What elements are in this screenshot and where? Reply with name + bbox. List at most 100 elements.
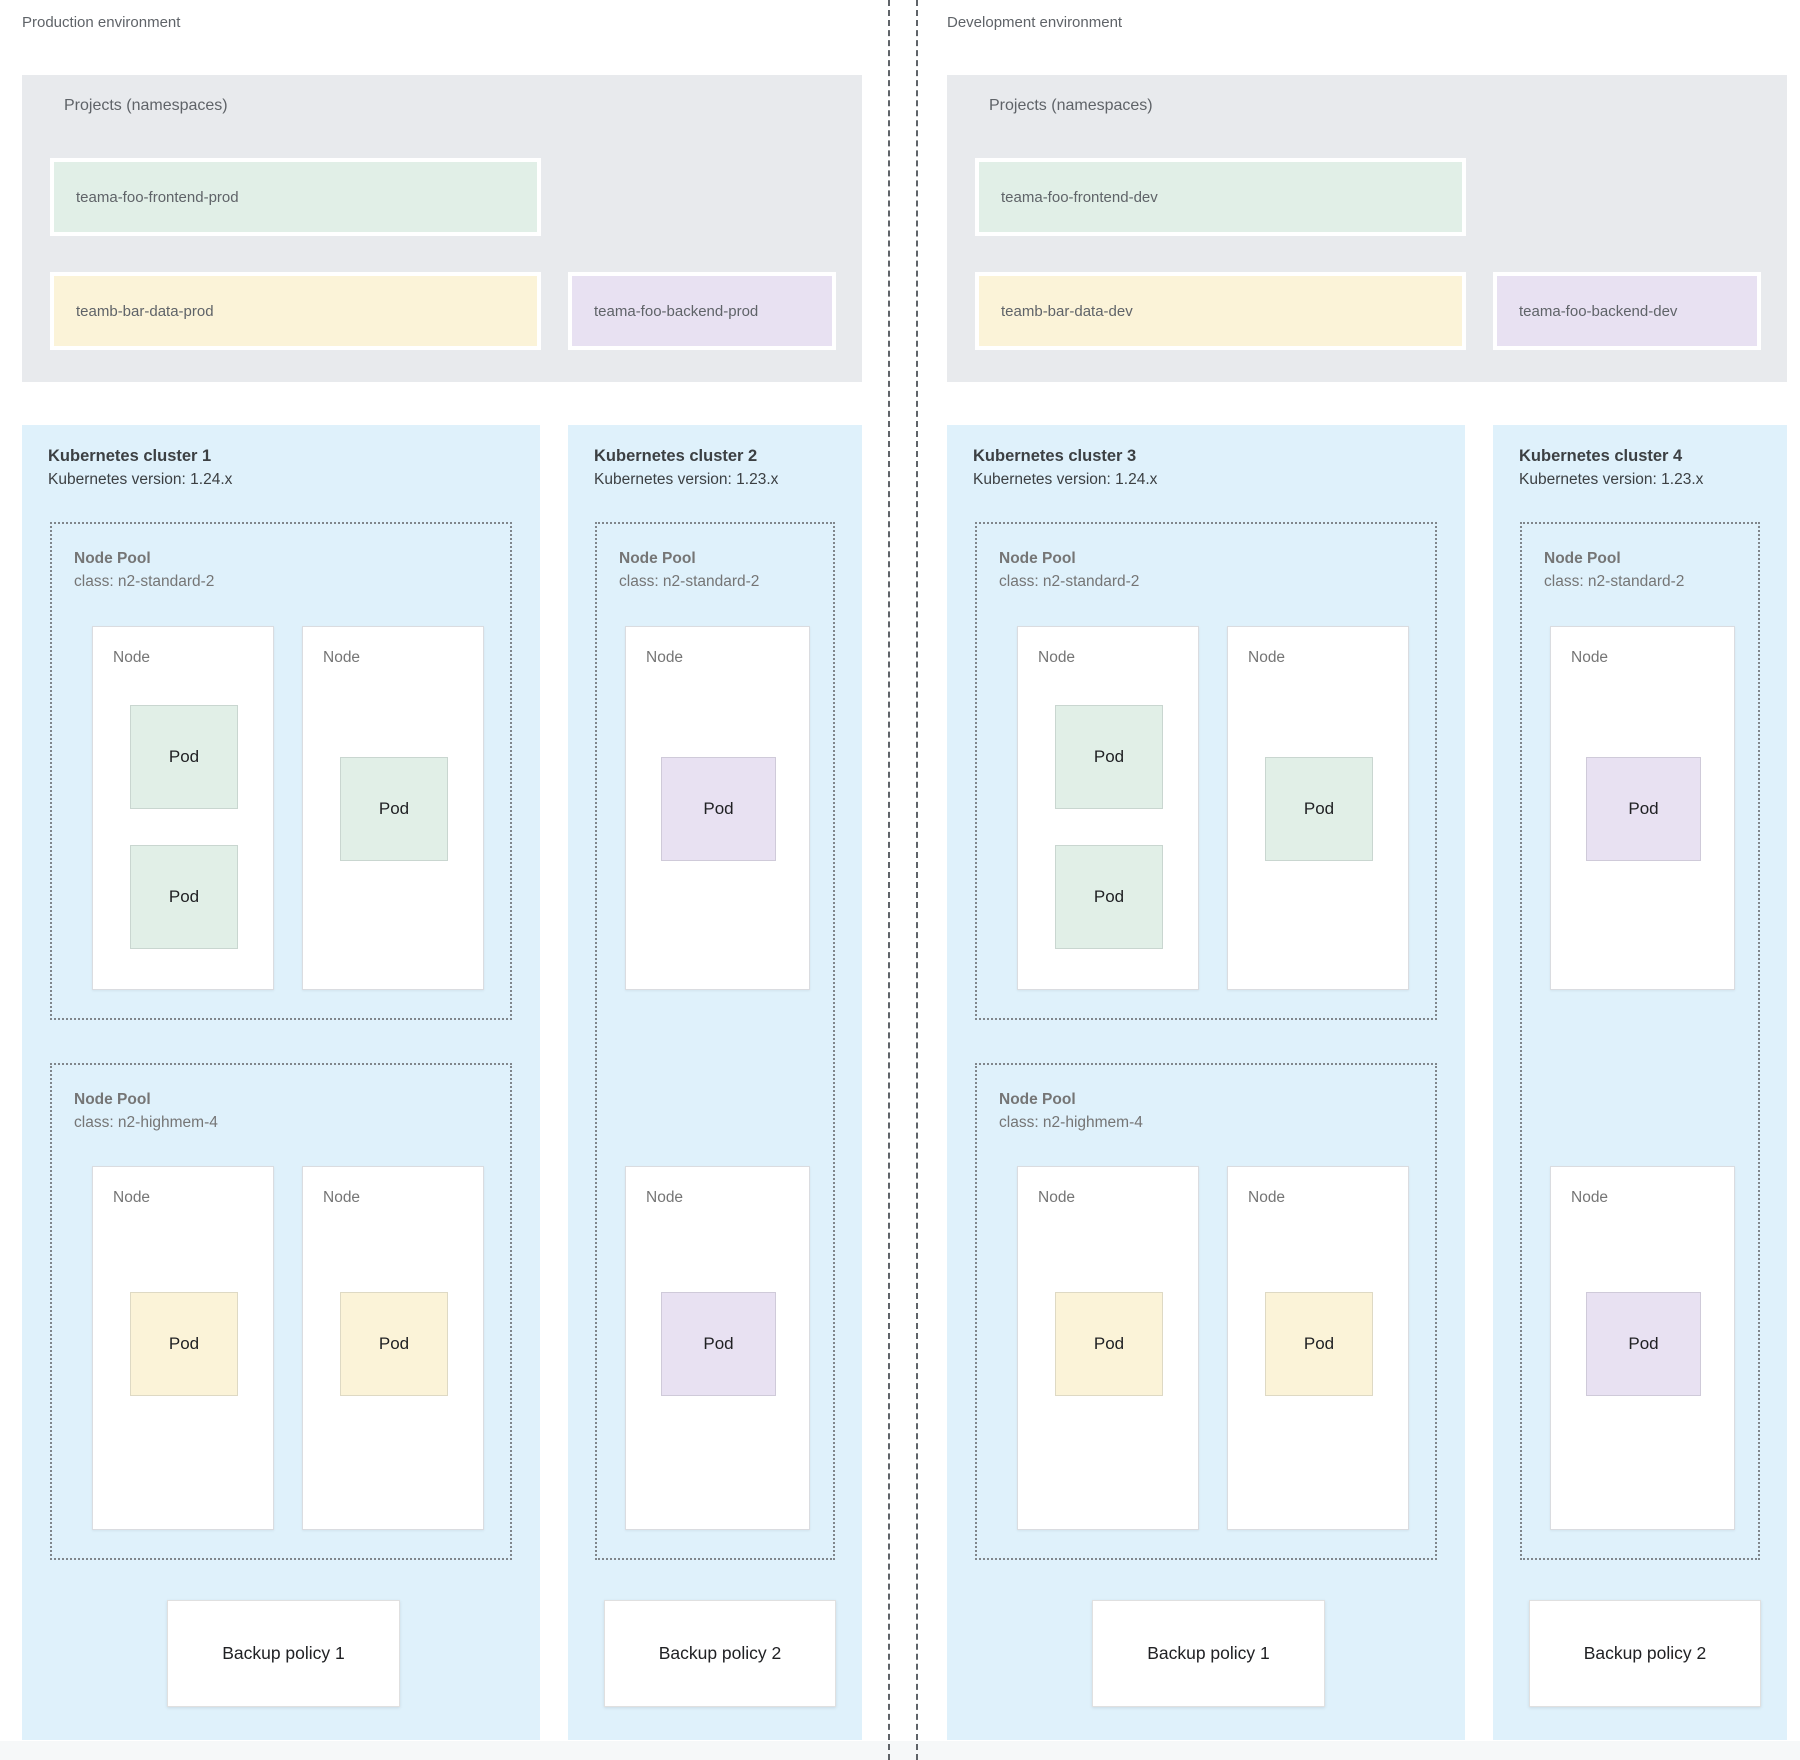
pod-frontend: Pod bbox=[340, 757, 448, 861]
node-pool-class: class: n2-standard-2 bbox=[999, 573, 1140, 590]
namespace-label: teama-foo-backend-dev bbox=[1519, 302, 1678, 320]
node-label: Node bbox=[1248, 1189, 1286, 1206]
pod-backend: Pod bbox=[661, 1292, 776, 1396]
node-pool-class: class: n2-highmem-4 bbox=[74, 1114, 218, 1131]
node: Node Pod bbox=[1550, 1166, 1735, 1530]
production-projects-title: Projects (namespaces) bbox=[64, 97, 228, 114]
namespace-label: teamb-bar-data-dev bbox=[1001, 302, 1133, 320]
node-pool-name: Node Pool bbox=[74, 550, 151, 567]
namespace-teamb-bar-data-dev: teamb-bar-data-dev bbox=[975, 272, 1466, 350]
pod-label: Pod bbox=[1093, 1334, 1125, 1353]
namespace-teama-foo-frontend-dev: teama-foo-frontend-dev bbox=[975, 158, 1466, 236]
pod-label: Pod bbox=[378, 799, 410, 818]
kubernetes-cluster-4: Kubernetes cluster 4 Kubernetes version:… bbox=[1493, 425, 1787, 1740]
pod-label: Pod bbox=[1303, 799, 1335, 818]
production-environment-label: Production environment bbox=[22, 14, 181, 31]
cluster-version: Kubernetes version: 1.24.x bbox=[973, 471, 1158, 488]
node-pool-name: Node Pool bbox=[619, 550, 696, 567]
pod-backend: Pod bbox=[661, 757, 776, 861]
cluster1-node-pool-highmem: Node Pool class: n2-highmem-4 Node Pod N… bbox=[50, 1063, 512, 1560]
pod-data: Pod bbox=[340, 1292, 448, 1396]
node: Node Pod Pod bbox=[1017, 626, 1199, 990]
pod-frontend: Pod bbox=[130, 705, 238, 809]
namespace-label: teama-foo-frontend-prod bbox=[76, 188, 239, 206]
backup-policy-label: Backup policy 1 bbox=[222, 1643, 345, 1663]
pod-label: Pod bbox=[1093, 747, 1125, 766]
node: Node Pod bbox=[302, 1166, 484, 1530]
node-label: Node bbox=[646, 649, 684, 666]
cluster-version: Kubernetes version: 1.24.x bbox=[48, 471, 233, 488]
cluster-version: Kubernetes version: 1.23.x bbox=[594, 471, 779, 488]
pod-label: Pod bbox=[1303, 1334, 1335, 1353]
pod-backend: Pod bbox=[1586, 757, 1701, 861]
node: Node Pod bbox=[1017, 1166, 1199, 1530]
cluster1-node-pool-standard: Node Pool class: n2-standard-2 Node Pod … bbox=[50, 522, 512, 1020]
cluster3-node-pool-standard: Node Pool class: n2-standard-2 Node Pod … bbox=[975, 522, 1437, 1020]
node-pool-name: Node Pool bbox=[999, 550, 1076, 567]
node-pool-name: Node Pool bbox=[74, 1091, 151, 1108]
backup-policy-label: Backup policy 1 bbox=[1147, 1643, 1270, 1663]
development-environment-label: Development environment bbox=[947, 14, 1123, 31]
cluster-version: Kubernetes version: 1.23.x bbox=[1519, 471, 1704, 488]
namespace-teamb-bar-data-prod: teamb-bar-data-prod bbox=[50, 272, 541, 350]
pod-data: Pod bbox=[130, 1292, 238, 1396]
pod-label: Pod bbox=[1628, 1334, 1659, 1353]
kubernetes-cluster-2: Kubernetes cluster 2 Kubernetes version:… bbox=[568, 425, 862, 1740]
pod-frontend: Pod bbox=[1265, 757, 1373, 861]
namespace-label: teama-foo-frontend-dev bbox=[1001, 188, 1158, 206]
namespace-label: teama-foo-backend-prod bbox=[594, 302, 759, 320]
node-pool-class: class: n2-standard-2 bbox=[74, 573, 215, 590]
pod-label: Pod bbox=[168, 1334, 200, 1353]
cluster-title: Kubernetes cluster 4 bbox=[1519, 447, 1683, 465]
pod-data: Pod bbox=[1055, 1292, 1163, 1396]
node: Node Pod bbox=[625, 1166, 810, 1530]
node-pool-class: class: n2-standard-2 bbox=[1544, 573, 1685, 590]
pod-frontend: Pod bbox=[1055, 705, 1163, 809]
node: Node Pod bbox=[1550, 626, 1735, 990]
production-projects-box: Projects (namespaces) teama-foo-frontend… bbox=[22, 75, 862, 382]
pod-label: Pod bbox=[1628, 799, 1659, 818]
kubernetes-cluster-3: Kubernetes cluster 3 Kubernetes version:… bbox=[947, 425, 1465, 1740]
backup-policy-label: Backup policy 2 bbox=[658, 1643, 782, 1663]
node: Node Pod bbox=[1227, 1166, 1409, 1530]
node: Node Pod bbox=[92, 1166, 274, 1530]
node-label: Node bbox=[1571, 1189, 1609, 1206]
node-label: Node bbox=[1571, 649, 1609, 666]
backup-policy-1: Backup policy 1 bbox=[167, 1600, 400, 1707]
node-pool-class: class: n2-highmem-4 bbox=[999, 1114, 1143, 1131]
namespace-label: teamb-bar-data-prod bbox=[76, 302, 214, 320]
node-label: Node bbox=[1248, 649, 1286, 666]
backup-policy-2: Backup policy 2 bbox=[1529, 1600, 1761, 1707]
environment-divider-line-right bbox=[916, 0, 918, 1760]
node-label: Node bbox=[113, 1189, 151, 1206]
pod-label: Pod bbox=[378, 1334, 410, 1353]
node: Node Pod bbox=[302, 626, 484, 990]
cluster3-node-pool-highmem: Node Pool class: n2-highmem-4 Node Pod N… bbox=[975, 1063, 1437, 1560]
kubernetes-cluster-1: Kubernetes cluster 1 Kubernetes version:… bbox=[22, 425, 540, 1740]
page-bottom-strip bbox=[0, 1741, 1800, 1760]
pod-label: Pod bbox=[1093, 887, 1125, 906]
node: Node Pod bbox=[1227, 626, 1409, 990]
pod-data: Pod bbox=[1265, 1292, 1373, 1396]
namespace-teama-foo-frontend-prod: teama-foo-frontend-prod bbox=[50, 158, 541, 236]
cluster2-node-pool-standard: Node Pool class: n2-standard-2 Node Pod … bbox=[595, 522, 835, 1560]
backup-policy-2: Backup policy 2 bbox=[604, 1600, 836, 1707]
pod-label: Pod bbox=[168, 887, 200, 906]
cluster-title: Kubernetes cluster 1 bbox=[48, 447, 212, 465]
namespace-teama-foo-backend-prod: teama-foo-backend-prod bbox=[568, 272, 836, 350]
development-projects-box: Projects (namespaces) teama-foo-frontend… bbox=[947, 75, 1787, 382]
backup-policy-1: Backup policy 1 bbox=[1092, 1600, 1325, 1707]
pod-label: Pod bbox=[703, 799, 734, 818]
node: Node Pod bbox=[625, 626, 810, 990]
pod-backend: Pod bbox=[1586, 1292, 1701, 1396]
pod-label: Pod bbox=[168, 747, 200, 766]
cluster-title: Kubernetes cluster 2 bbox=[594, 447, 758, 465]
node-label: Node bbox=[323, 649, 361, 666]
development-projects-title: Projects (namespaces) bbox=[989, 97, 1153, 114]
node-label: Node bbox=[1038, 649, 1076, 666]
cluster-title: Kubernetes cluster 3 bbox=[973, 447, 1137, 465]
pod-frontend: Pod bbox=[130, 845, 238, 949]
node-label: Node bbox=[113, 649, 151, 666]
node-label: Node bbox=[1038, 1189, 1076, 1206]
